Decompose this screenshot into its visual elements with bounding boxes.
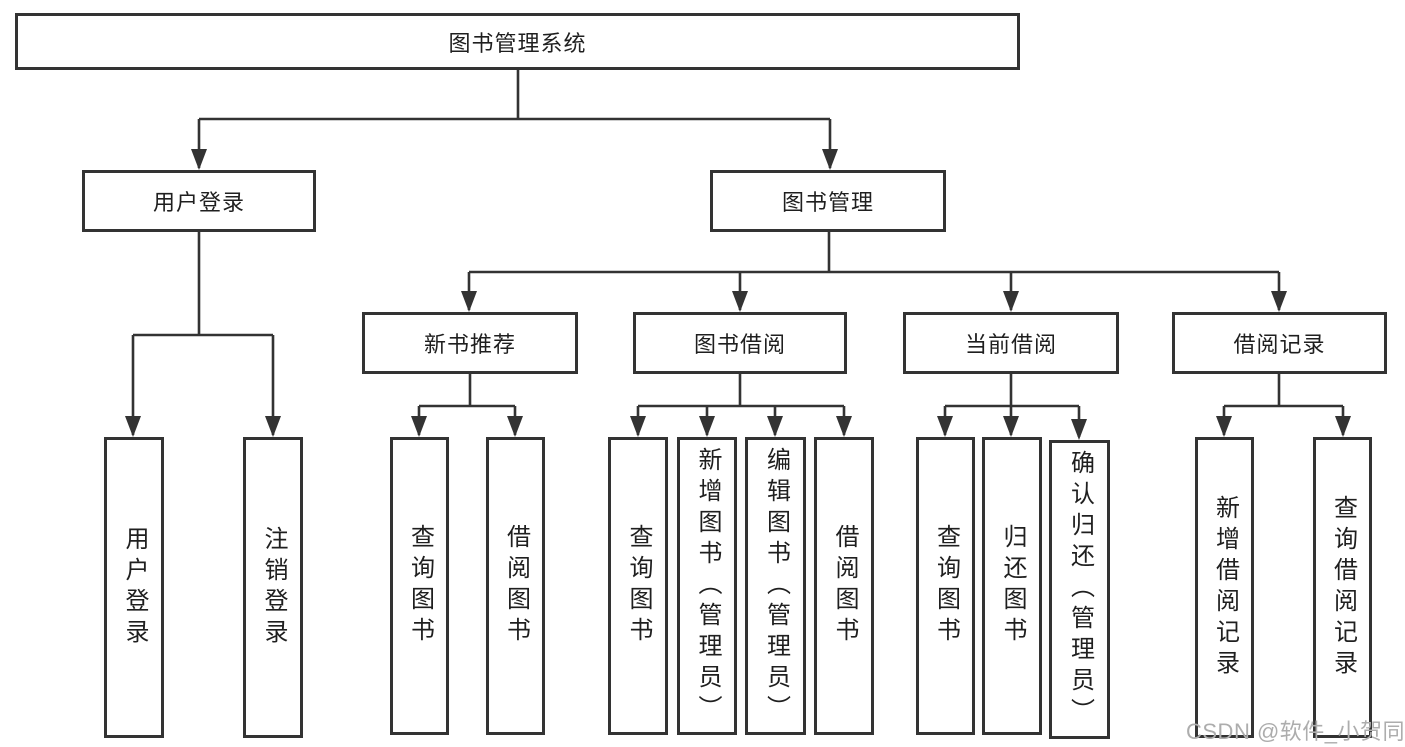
leaf-add-book-admin: 新增图书（管理员）	[677, 437, 737, 735]
node-new-book-recommendation: 新书推荐	[362, 312, 578, 374]
node-label: 图书借阅	[693, 332, 786, 357]
node-book-management: 图书管理	[710, 170, 946, 232]
leaf-edit-book-admin: 编辑图书（管理员）	[745, 437, 806, 735]
node-current-borrowing: 当前借阅	[903, 312, 1119, 374]
arrowheads	[125, 149, 1351, 440]
leaf-label: 注销登录	[260, 525, 287, 650]
leaf-label: 确认归还（管理员）	[1066, 450, 1094, 729]
leaf-label: 查询借阅记录	[1329, 494, 1357, 681]
leaf-label: 借阅图书	[831, 524, 858, 648]
node-label: 图书管理系统	[448, 30, 587, 56]
leaf-add-borrow-record: 新增借阅记录	[1195, 437, 1254, 738]
node-borrowing-records: 借阅记录	[1172, 312, 1387, 374]
node-label: 新书推荐	[423, 332, 516, 357]
leaf-confirm-return-admin: 确认归还（管理员）	[1049, 440, 1110, 739]
node-library-management-system: 图书管理系统	[15, 13, 1020, 70]
leaf-query-books-recommend: 查询图书	[390, 437, 449, 735]
leaf-label: 编辑图书（管理员）	[762, 446, 790, 726]
leaf-user-login: 用户登录	[104, 437, 164, 738]
leaf-label: 用户登录	[121, 525, 148, 650]
leaf-query-books-current: 查询图书	[916, 437, 975, 735]
watermark: CSDN @软件_小贺同学	[1186, 719, 1405, 744]
node-label: 用户登录	[152, 190, 245, 215]
leaf-return-books: 归还图书	[982, 437, 1042, 735]
leaf-query-books-borrowing: 查询图书	[608, 437, 668, 735]
leaf-label: 归还图书	[999, 524, 1026, 648]
connector-path	[131, 70, 1345, 437]
leaf-logout: 注销登录	[243, 437, 303, 738]
node-user-login: 用户登录	[82, 170, 316, 232]
node-book-borrowing: 图书借阅	[633, 312, 847, 374]
node-label: 借阅记录	[1233, 332, 1326, 357]
leaf-label: 查询图书	[625, 524, 652, 648]
node-label: 当前借阅	[964, 332, 1057, 357]
leaf-label: 新增借阅记录	[1211, 494, 1239, 681]
leaf-label: 借阅图书	[502, 524, 530, 648]
leaf-label: 查询图书	[406, 524, 434, 648]
leaf-label: 新增图书（管理员）	[694, 446, 721, 726]
leaf-label: 查询图书	[932, 524, 960, 648]
leaf-borrow-books: 借阅图书	[814, 437, 874, 735]
leaf-borrow-books-recommend: 借阅图书	[486, 437, 545, 735]
leaf-query-borrow-record: 查询借阅记录	[1313, 437, 1372, 738]
node-label: 图书管理	[781, 190, 874, 215]
